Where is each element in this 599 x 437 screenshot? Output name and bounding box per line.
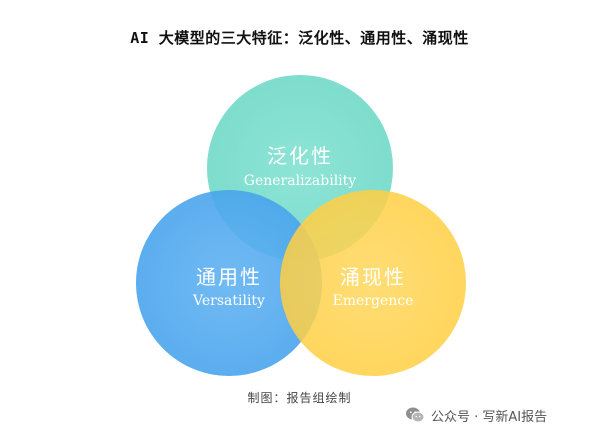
label-emergence-en: Emergence <box>333 293 414 309</box>
wechat-icon <box>406 407 425 423</box>
page-title: AI 大模型的三大特征：泛化性、通用性、涌现性 <box>130 29 469 47</box>
watermark-text: 公众号 · 写新AI报告 <box>431 409 548 425</box>
venn-circle-versatility <box>136 190 322 376</box>
circle-emergence-shape <box>280 190 466 376</box>
label-versatility-en: Versatility <box>192 293 265 309</box>
label-generalizability-en: Generalizability <box>244 173 357 189</box>
label-generalizability-cn: 泛化性 <box>267 144 333 168</box>
venn-circle-emergence <box>280 190 466 376</box>
figure-caption: 制图：报告组绘制 <box>247 391 352 405</box>
label-versatility-cn: 通用性 <box>196 265 262 289</box>
label-emergence-cn: 涌现性 <box>340 265 406 289</box>
circle-versatility-shape <box>136 190 322 376</box>
watermark: 公众号 · 写新AI报告 <box>405 404 547 426</box>
